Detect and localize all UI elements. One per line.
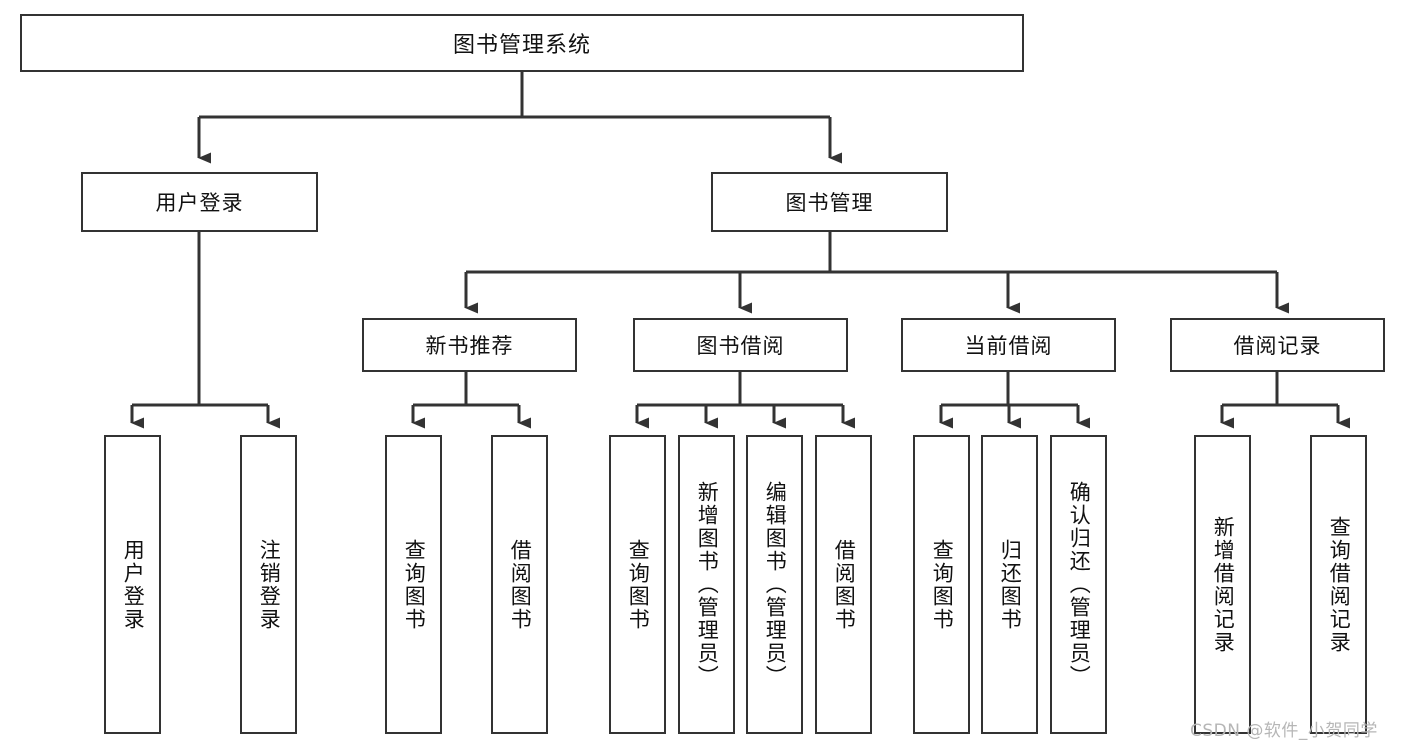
node-label: 图书管理系统 [452,33,591,58]
node-label: 归还图书 [998,538,1023,631]
node-label: 注销登录 [257,538,282,631]
node-book-borrow[interactable]: 图书借阅 [633,318,848,372]
leaf-add-book[interactable]: 新增图书（管理员） [678,435,735,734]
leaf-query-book-3[interactable]: 查询图书 [913,435,970,734]
node-label: 新书推荐 [425,334,514,358]
leaf-user-logout[interactable]: 注销登录 [240,435,297,734]
node-label: 查询图书 [930,538,955,631]
node-label: 借阅图书 [832,538,857,631]
node-label: 新增借阅记录 [1211,515,1236,654]
leaf-user-login[interactable]: 用户登录 [104,435,161,734]
node-current-borrow[interactable]: 当前借阅 [901,318,1116,372]
leaf-borrow-book-1[interactable]: 借阅图书 [491,435,548,734]
node-label: 用户登录 [121,538,146,631]
leaf-query-record[interactable]: 查询借阅记录 [1310,435,1367,734]
node-label: 图书借阅 [696,334,785,358]
leaf-confirm-return[interactable]: 确认归还（管理员） [1050,435,1107,734]
node-label: 当前借阅 [964,334,1053,358]
node-label: 查询借阅记录 [1327,515,1352,654]
node-label: 借阅图书 [508,538,533,631]
node-label: 查询图书 [626,538,651,631]
leaf-add-record[interactable]: 新增借阅记录 [1194,435,1251,734]
node-label: 编辑图书（管理员） [763,481,788,688]
node-label: 查询图书 [402,538,427,631]
node-label: 用户登录 [155,191,244,215]
node-book-management[interactable]: 图书管理 [711,172,948,232]
leaf-edit-book[interactable]: 编辑图书（管理员） [746,435,803,734]
leaf-borrow-book-2[interactable]: 借阅图书 [815,435,872,734]
node-label: 新增图书（管理员） [695,481,720,688]
node-label: 借阅记录 [1233,334,1322,358]
node-label: 确认归还（管理员） [1067,481,1092,688]
csdn-watermark: CSDN @软件_小贺同学 [1190,721,1378,741]
leaf-return-book[interactable]: 归还图书 [981,435,1038,734]
node-borrow-record[interactable]: 借阅记录 [1170,318,1385,372]
node-root-system[interactable]: 图书管理系统 [20,14,1024,72]
leaf-query-book-2[interactable]: 查询图书 [609,435,666,734]
leaf-query-book-1[interactable]: 查询图书 [385,435,442,734]
node-user-login[interactable]: 用户登录 [81,172,318,232]
node-new-book-recommend[interactable]: 新书推荐 [362,318,577,372]
node-label: 图书管理 [785,191,874,215]
